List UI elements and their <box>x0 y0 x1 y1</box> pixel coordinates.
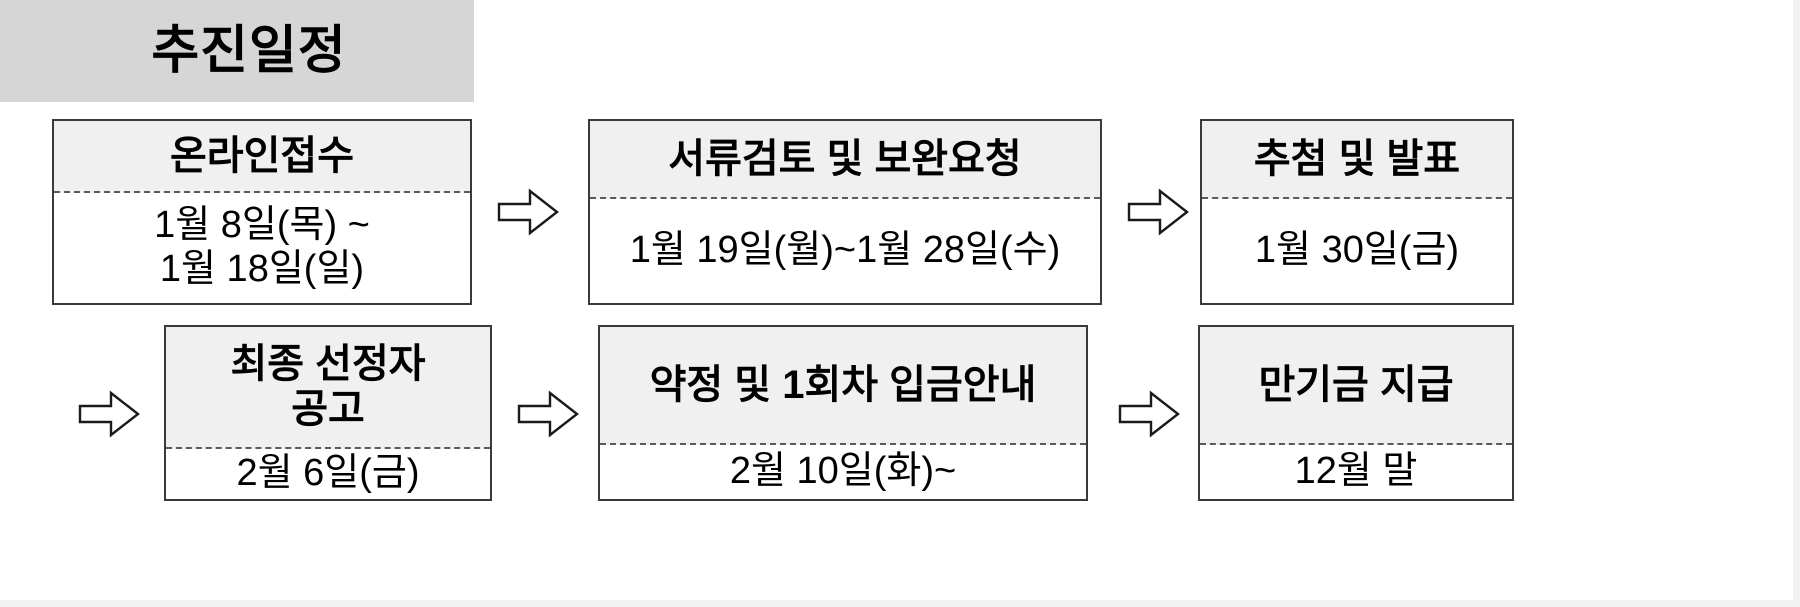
step-date-agreement-first-payment: 2월 10일(화)~ <box>600 445 1086 499</box>
step-date-lottery-announcement: 1월 30일(금) <box>1202 199 1512 303</box>
page-title: 추진일정 <box>151 22 347 80</box>
arrow-step4-to-step5 <box>517 390 579 438</box>
arrow-step1-to-step2 <box>497 188 559 236</box>
step-box-online-application: 온라인접수 1월 8일(목) ~1월 18일(일) <box>52 119 472 305</box>
step-box-document-review: 서류검토 및 보완요청 1월 19일(월)~1월 28일(수) <box>588 119 1102 305</box>
step-date-document-review: 1월 19일(월)~1월 28일(수) <box>590 199 1100 303</box>
step-header-online-application: 온라인접수 <box>54 121 470 193</box>
arrow-step2-to-step3 <box>1127 188 1189 236</box>
step-date-online-application: 1월 8일(목) ~1월 18일(일) <box>54 193 470 303</box>
arrow-step5-to-step6 <box>1118 390 1180 438</box>
step-header-agreement-first-payment: 약정 및 1회차 입금안내 <box>600 327 1086 445</box>
step-header-document-review: 서류검토 및 보완요청 <box>590 121 1100 199</box>
step-header-lottery-announcement: 추첨 및 발표 <box>1202 121 1512 199</box>
step-header-maturity-payment: 만기금 지급 <box>1200 327 1512 445</box>
step-box-lottery-announcement: 추첨 및 발표 1월 30일(금) <box>1200 119 1514 305</box>
step-box-maturity-payment: 만기금 지급 12월 말 <box>1198 325 1514 501</box>
arrow-step3-to-step4 <box>78 390 140 438</box>
diagram-title-band: 추진일정 <box>0 0 474 102</box>
step-box-agreement-first-payment: 약정 및 1회차 입금안내 2월 10일(화)~ <box>598 325 1088 501</box>
step-date-final-selection-notice: 2월 6일(금) <box>166 449 490 499</box>
step-date-maturity-payment: 12월 말 <box>1200 445 1512 499</box>
